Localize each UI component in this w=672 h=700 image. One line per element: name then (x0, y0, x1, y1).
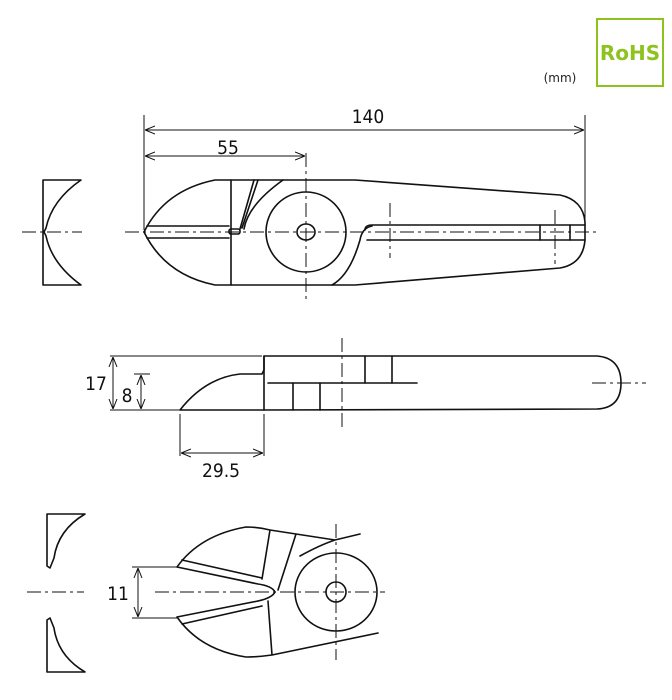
profile-upper (46, 513, 86, 569)
upper-jaw (176, 526, 361, 602)
profile-lower (46, 617, 86, 673)
units-label: (mm) (544, 71, 577, 85)
end-profile (42, 179, 82, 286)
open-jaw-view: 11 (27, 513, 385, 673)
dimension-11: 11 (107, 583, 129, 605)
side-body-outline (179, 355, 622, 411)
dimension-8: 8 (122, 385, 133, 407)
dimension-29-5: 29.5 (202, 460, 240, 482)
dimension-17: 17 (85, 373, 107, 395)
lower-jaw (176, 600, 379, 658)
top-view: 140 55 (22, 106, 597, 300)
rohs-badge: RoHS (596, 18, 664, 87)
tool-body-outline (143, 179, 586, 286)
side-view: 17 8 29.5 (85, 338, 646, 482)
dimension-140: 140 (352, 106, 385, 128)
rohs-label: RoHS (600, 41, 660, 65)
dimension-55: 55 (217, 137, 239, 159)
